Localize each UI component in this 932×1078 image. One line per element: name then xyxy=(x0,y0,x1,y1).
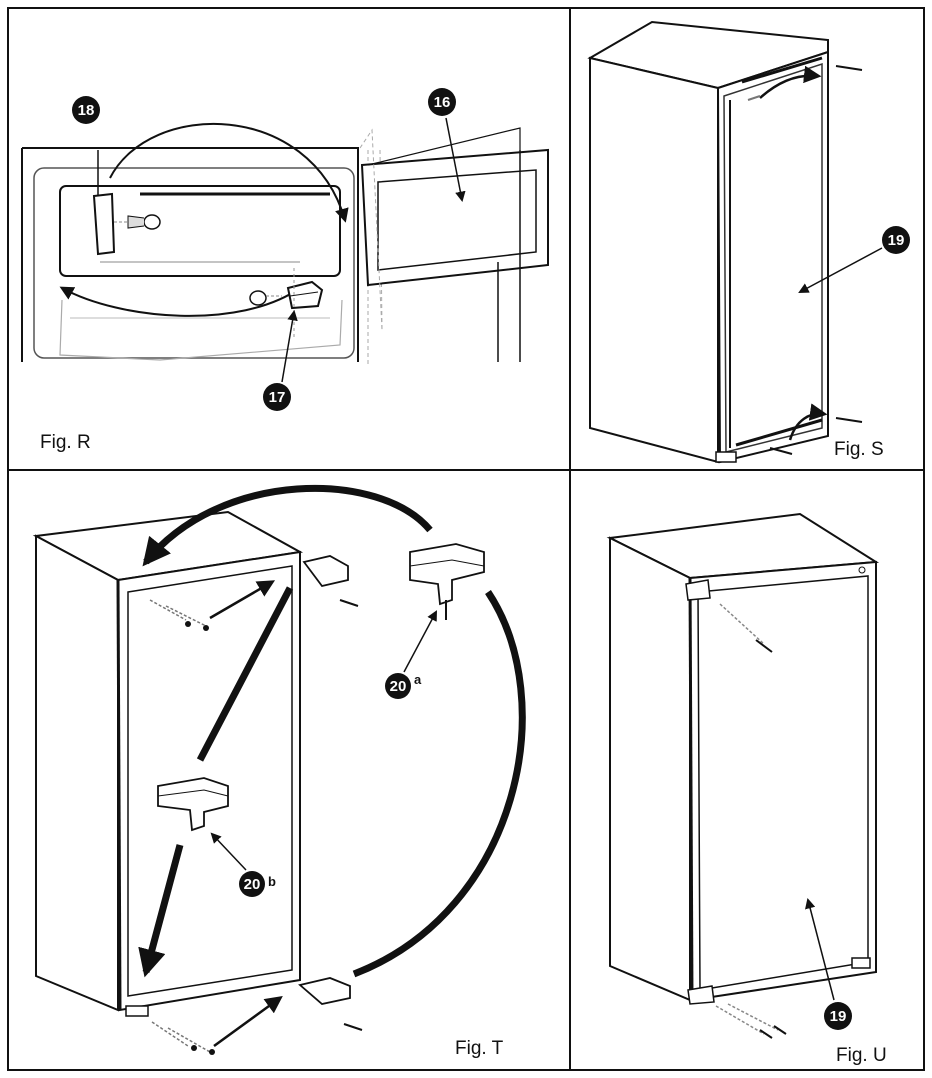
outer-frame xyxy=(7,7,925,1071)
callout-18: 18 xyxy=(72,96,100,124)
svg-text:19: 19 xyxy=(830,1008,847,1025)
svg-text:17: 17 xyxy=(269,389,286,406)
fig-s-label: Fig. S xyxy=(834,439,884,460)
callout-16: 16 xyxy=(428,88,466,203)
svg-text:a: a xyxy=(414,672,422,687)
callout-19-u: 19 xyxy=(805,897,852,1030)
svg-text:20: 20 xyxy=(244,876,261,893)
big-arrow-diag-top xyxy=(196,586,294,762)
cabinet-side-t xyxy=(35,534,119,1012)
top-hinge-t xyxy=(302,555,349,588)
part-16-door-flap xyxy=(359,127,549,362)
hinge-arrow-top xyxy=(759,65,822,99)
part-18-cover xyxy=(92,192,116,256)
hinge-bottom-u xyxy=(687,985,715,1005)
hinge-part-20a xyxy=(409,543,485,620)
bottom-hinge-t xyxy=(298,977,351,1005)
panel-fig-u: 19 Fig. U xyxy=(606,512,887,1066)
hinge-top-u xyxy=(685,579,711,601)
svg-text:19: 19 xyxy=(888,232,905,249)
hinge-arrow-bottom xyxy=(788,403,828,441)
move-arrow-top xyxy=(109,122,349,223)
panel-fig-s: 19 Fig. S xyxy=(587,20,910,464)
hinge-part-20b xyxy=(157,777,229,832)
callout-20b: 20 b xyxy=(210,832,276,897)
move-arrow-bottom xyxy=(59,286,301,317)
big-arrow-top xyxy=(142,485,433,567)
freezer-compartment xyxy=(59,185,341,277)
svg-text:18: 18 xyxy=(78,102,95,119)
cabinet-front-u xyxy=(688,560,877,1002)
callout-17: 17 xyxy=(263,309,298,411)
cabinet-edge xyxy=(22,147,359,362)
callout-20a: 20 a xyxy=(385,610,437,699)
svg-text:20: 20 xyxy=(390,678,407,695)
cabinet-side xyxy=(589,56,719,464)
cabinet-side-u xyxy=(609,536,691,1002)
fig-u-label: Fig. U xyxy=(836,1045,887,1066)
screw-upper xyxy=(127,214,161,230)
panel-fig-t: 20 a 20 b Fig. T xyxy=(32,485,526,1059)
fig-t-label: Fig. T xyxy=(455,1038,504,1059)
svg-text:b: b xyxy=(268,874,276,889)
fig-r-label: Fig. R xyxy=(40,432,91,453)
cabinet-front xyxy=(716,50,829,464)
part-17-hinge xyxy=(249,268,324,340)
big-arrow-diag-bottom xyxy=(138,844,184,978)
door-19 xyxy=(723,62,823,453)
big-arrow-right xyxy=(352,590,526,978)
svg-text:16: 16 xyxy=(434,94,451,111)
callout-19-s: 19 xyxy=(798,226,910,293)
panel-fig-r: 18 16 17 Fig. R xyxy=(21,88,549,453)
screw-top-right xyxy=(835,65,863,71)
